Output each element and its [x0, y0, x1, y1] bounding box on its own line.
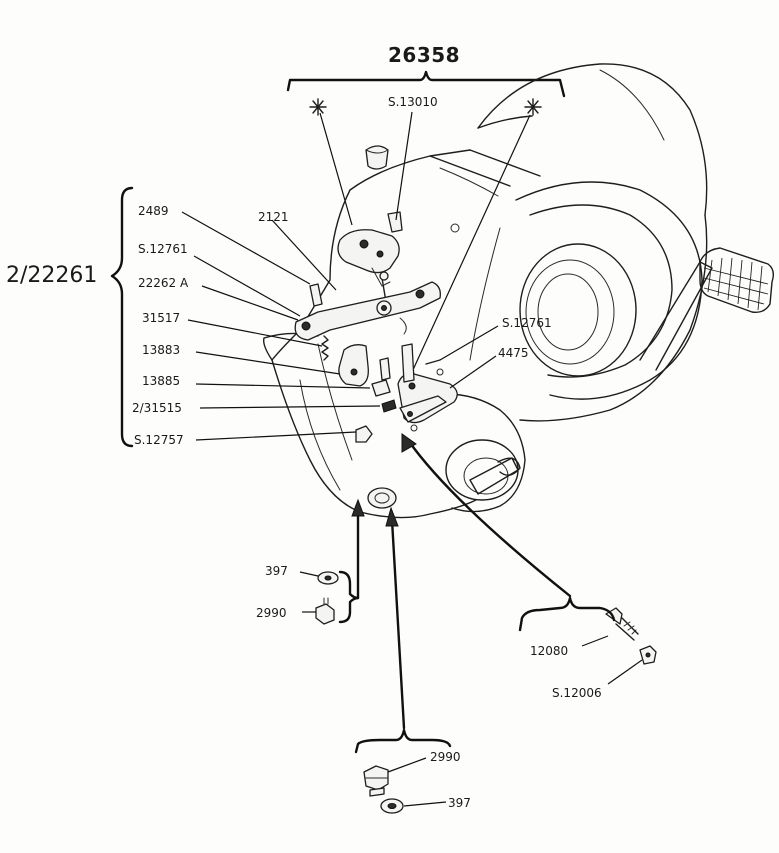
left-assembly-brace [110, 186, 134, 448]
label-2990-mid: 2990 [256, 606, 287, 620]
pin-s12761-right [425, 359, 441, 365]
label-13883: 13883 [142, 343, 181, 357]
engine-cover-body [262, 63, 708, 519]
plug-2990-mid [315, 597, 335, 625]
label-2990-bottom: 2990 [430, 750, 461, 764]
label-leaders [181, 111, 643, 807]
drain-plug-casing [367, 487, 397, 509]
cam-13883 [338, 344, 391, 387]
nut-s12757 [355, 425, 373, 443]
label-s12761-left: S.12761 [138, 242, 188, 256]
assembly-number-left: 2/22261 [6, 263, 98, 288]
selector-mechanism-top [337, 211, 403, 303]
label-13885: 13885 [142, 374, 181, 388]
label-2121: 2121 [258, 210, 289, 224]
star-marker-left [309, 98, 353, 226]
top-assembly-bracket [286, 70, 566, 98]
label-s12757: S.12757 [134, 433, 184, 447]
nut-s12006 [639, 645, 657, 665]
arrow-right-to-casing [401, 433, 572, 598]
brace-mid-small [338, 570, 360, 624]
spring-31517 [321, 335, 329, 361]
star-marker-right [411, 98, 542, 373]
block-13885 [371, 379, 391, 397]
washer-397-mid [317, 571, 339, 585]
label-2-31515: 2/31515 [132, 401, 182, 415]
lever-4475 [397, 343, 458, 424]
brace-right-lower [518, 596, 616, 632]
plug-2990-bottom [363, 765, 389, 797]
label-397-bottom: 397 [448, 796, 471, 810]
arrow-bottom-to-casing [385, 506, 406, 730]
washer-397-bottom [380, 798, 404, 814]
assembly-number-top: 26358 [388, 43, 461, 67]
label-s13010: S.13010 [388, 95, 438, 109]
label-31517: 31517 [142, 311, 181, 325]
label-22262a: 22262 A [138, 276, 189, 290]
lever-22262a [294, 281, 441, 341]
label-2489: 2489 [138, 204, 169, 218]
brace-bottom [354, 728, 452, 754]
kickstart-pedal [639, 247, 775, 371]
label-4475: 4475 [498, 346, 529, 360]
label-s12006: S.12006 [552, 686, 602, 700]
washer-2-31515 [381, 399, 397, 413]
label-397-mid: 397 [265, 564, 288, 578]
label-s12761-right: S.12761 [502, 316, 552, 330]
label-12080: 12080 [530, 644, 569, 658]
arrow-mid-to-casing [351, 498, 365, 600]
pin-2489 [309, 283, 323, 307]
